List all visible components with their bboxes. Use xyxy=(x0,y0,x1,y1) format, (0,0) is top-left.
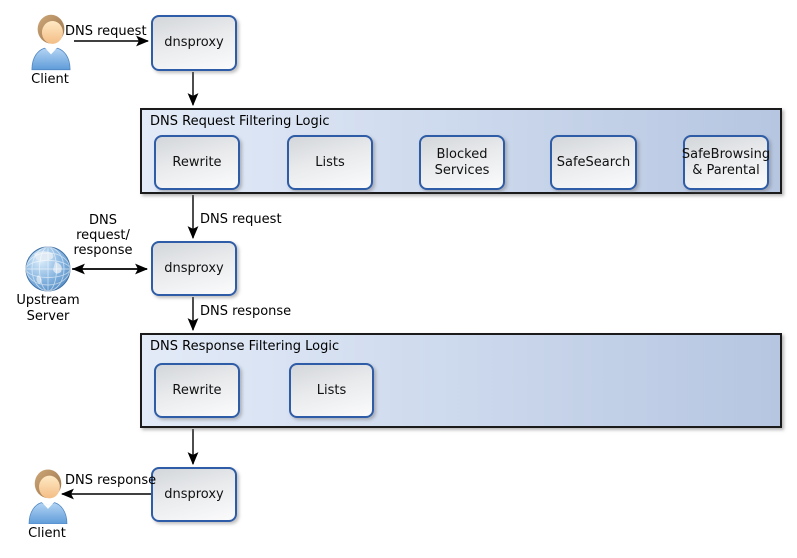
step-rewrite-response-label: Rewrite xyxy=(172,382,222,398)
edge-label-client-request: DNS request xyxy=(65,24,147,39)
node-dnsproxy-top-label: dnsproxy xyxy=(164,35,224,51)
response-filtering-container: DNS Response Filtering Logic Rewrite Lis… xyxy=(140,333,782,428)
step-rewrite-response: Rewrite xyxy=(154,363,240,418)
step-safebrowsing-parental: SafeBrowsing & Parental xyxy=(681,135,771,190)
step-lists-response: Lists xyxy=(289,363,374,418)
edge-label-upstream-response: DNS response xyxy=(200,304,292,319)
node-dnsproxy-middle-label: dnsproxy xyxy=(164,260,224,276)
step-lists: Lists xyxy=(287,135,373,190)
step-blocked-services: Blocked Services xyxy=(419,135,505,190)
step-safesearch: SafeSearch xyxy=(550,135,637,190)
step-safesearch-label: SafeSearch xyxy=(556,154,631,170)
step-blocked-services-label: Blocked Services xyxy=(434,147,490,178)
client-top-label: Client xyxy=(31,72,69,87)
request-filtering-title: DNS Request Filtering Logic xyxy=(150,114,330,129)
step-rewrite-label: Rewrite xyxy=(172,154,222,170)
step-lists-label: Lists xyxy=(315,154,345,170)
node-dnsproxy-middle: dnsproxy xyxy=(151,241,237,296)
node-dnsproxy-bottom-label: dnsproxy xyxy=(164,486,224,502)
node-dnsproxy-top: dnsproxy xyxy=(151,15,237,71)
node-dnsproxy-bottom: dnsproxy xyxy=(151,467,237,522)
upstream-server-label: Upstream Server xyxy=(16,293,80,324)
upstream-globe-icon xyxy=(25,246,71,292)
step-lists-response-label: Lists xyxy=(316,382,347,398)
edge-label-client-response: DNS response xyxy=(65,473,157,488)
edge-label-filtered-request: DNS request xyxy=(200,212,282,227)
response-filtering-title: DNS Response Filtering Logic xyxy=(150,339,340,354)
client-person-icon-bottom xyxy=(27,469,69,524)
client-person-icon xyxy=(30,13,72,71)
client-bottom-label: Client xyxy=(28,526,66,541)
edge-label-upstream-exchange: DNS request/ response xyxy=(73,213,133,258)
step-rewrite: Rewrite xyxy=(154,135,240,190)
step-safebrowsing-parental-label: SafeBrowsing & Parental xyxy=(681,147,771,178)
request-filtering-container: DNS Request Filtering Logic Rewrite List… xyxy=(140,108,782,194)
